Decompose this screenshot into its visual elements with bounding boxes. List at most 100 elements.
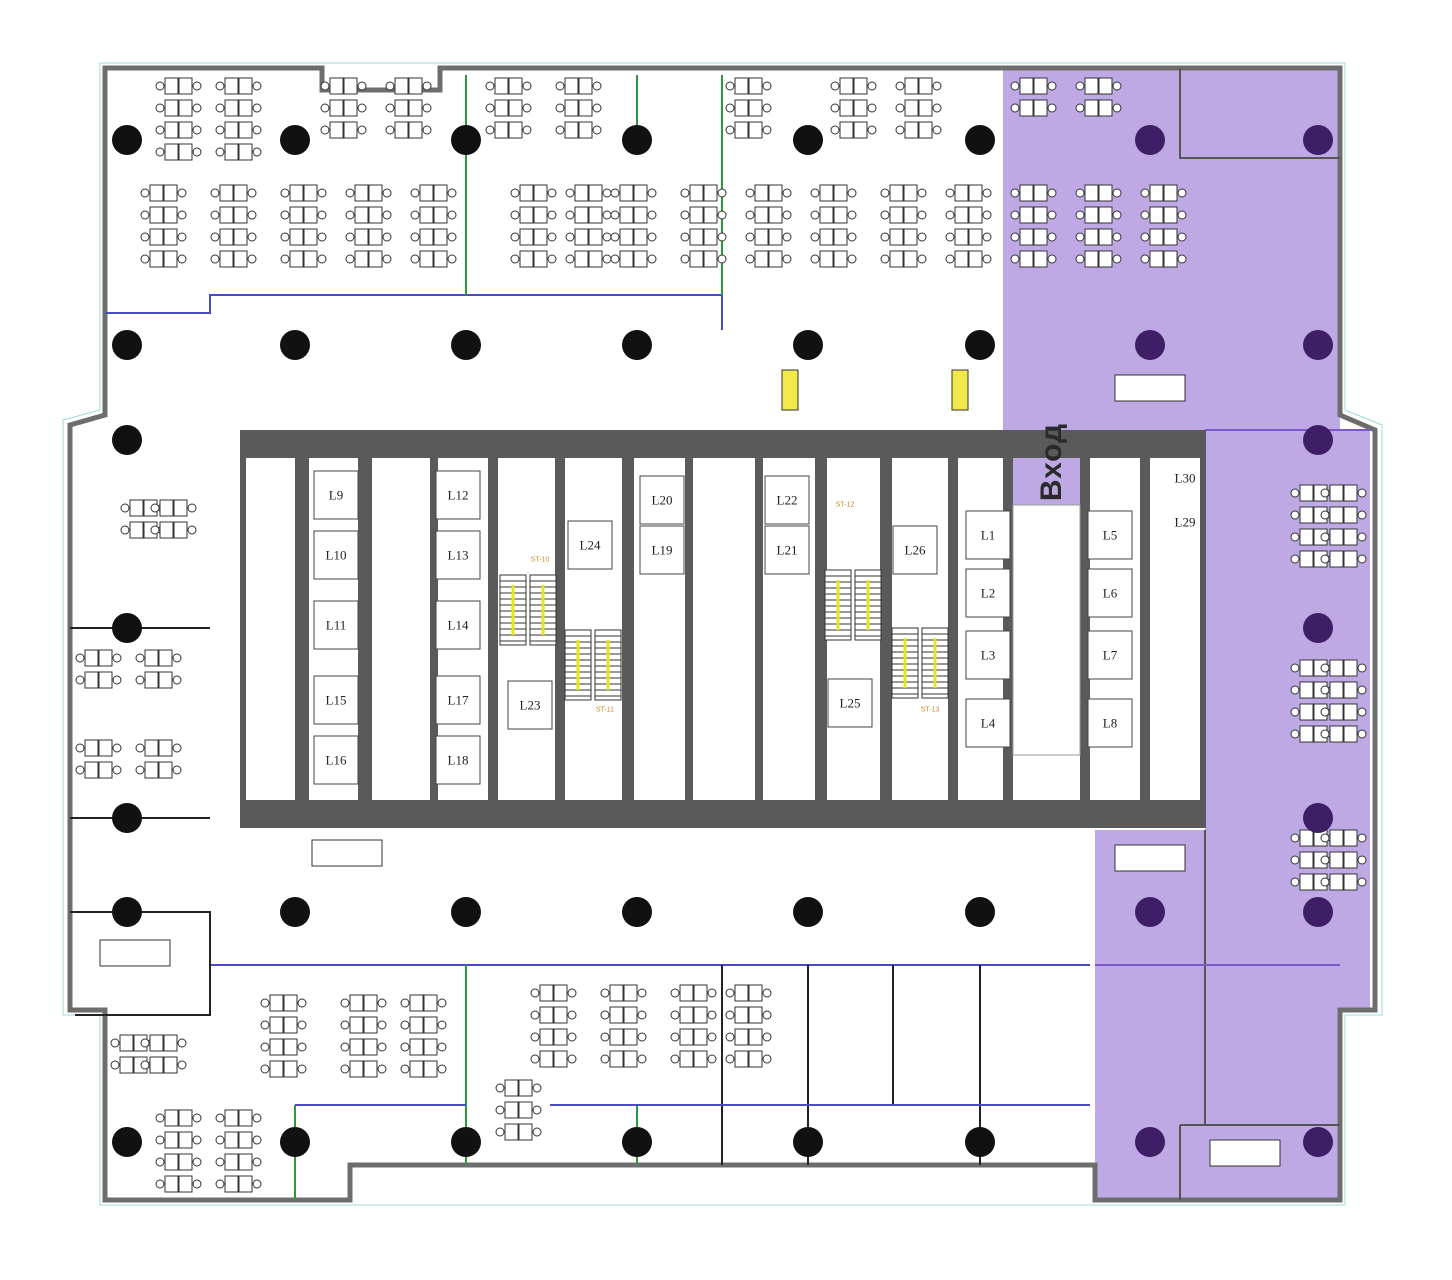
desk-cluster	[155, 1109, 202, 1193]
elevator-lobby	[1012, 504, 1081, 756]
elevator-shaft	[435, 530, 481, 580]
desk-cluster	[670, 984, 717, 1068]
structural-column	[280, 330, 310, 360]
elevator-shaft	[1087, 698, 1133, 748]
partition-walls	[70, 68, 1370, 1200]
desk-cluster	[280, 184, 327, 268]
elevator-label: L3	[980, 647, 996, 663]
core-wall	[1200, 430, 1206, 828]
structural-column	[1135, 1127, 1165, 1157]
desk-cluster	[945, 184, 992, 268]
desk-cluster	[75, 649, 122, 689]
desk-cluster	[75, 739, 122, 779]
elevator-label: L15	[325, 692, 347, 708]
workstations	[75, 77, 1367, 1193]
structural-column	[1303, 425, 1333, 455]
core-wall-top	[240, 430, 1205, 458]
structural-column	[1303, 613, 1333, 643]
elevator-label: L1	[980, 527, 996, 543]
desk-cluster	[745, 184, 792, 268]
core-wall-bottom	[240, 800, 1205, 828]
stairwells	[499, 569, 949, 701]
building-outline	[67, 65, 1378, 1203]
desk-cluster	[345, 184, 392, 268]
elevator-label: L30	[1174, 470, 1196, 486]
elevator-label: L23	[519, 697, 541, 713]
elevator-label: L26	[904, 542, 926, 558]
structural-column	[112, 897, 142, 927]
desk-cluster	[120, 499, 167, 539]
meeting-table	[311, 839, 383, 867]
core-wall	[430, 430, 438, 828]
desk-cluster	[725, 77, 772, 139]
elevator-shaft	[965, 510, 1011, 560]
core-wall	[240, 430, 246, 828]
structural-column	[112, 425, 142, 455]
core-wall	[555, 430, 565, 828]
desk-cluster	[510, 184, 557, 268]
structural-column	[622, 125, 652, 155]
elevator-shaft	[827, 678, 873, 728]
core-wall	[1140, 430, 1150, 828]
desk-cluster	[385, 77, 432, 139]
elevator-shaft	[639, 475, 685, 525]
elevator-shaft	[313, 735, 359, 785]
elevator-shaft	[764, 475, 810, 525]
core-wall	[488, 430, 498, 828]
elevator-label: L2	[980, 585, 996, 601]
stair-label: ST-13	[920, 706, 940, 714]
core-wall	[948, 430, 958, 828]
desk-cluster	[140, 1034, 187, 1074]
elevator-shaft	[1087, 510, 1133, 560]
structural-column	[451, 330, 481, 360]
elevator-label: L7	[1102, 647, 1118, 663]
structural-column	[280, 1127, 310, 1157]
desk-cluster	[340, 994, 387, 1078]
elevator-shaft	[1087, 630, 1133, 680]
core-wall	[358, 430, 372, 828]
structural-column	[622, 897, 652, 927]
structural-column	[280, 897, 310, 927]
core-wall	[1080, 430, 1090, 828]
elevator-shaft	[313, 600, 359, 650]
structural-column	[1135, 330, 1165, 360]
desk-cluster	[150, 499, 197, 539]
structural-column	[793, 125, 823, 155]
structural-column	[112, 803, 142, 833]
elevator-label: L8	[1102, 715, 1118, 731]
elevator-label: L29	[1174, 514, 1196, 530]
elevator-shaft	[507, 680, 553, 730]
elevator-label: L20	[651, 492, 673, 508]
building-core	[240, 430, 1206, 828]
meeting-table	[1114, 844, 1186, 872]
desk-cluster	[210, 184, 257, 268]
desk-cluster	[1010, 77, 1057, 117]
meeting-table	[951, 369, 969, 411]
elevator-label: L25	[839, 695, 861, 711]
elevator-label: L9	[328, 487, 344, 503]
stair-label: ST-10	[530, 556, 550, 564]
core-wall	[685, 430, 693, 828]
elevator-shaft	[639, 525, 685, 575]
elevator-label: L18	[447, 752, 469, 768]
desk-cluster	[260, 994, 307, 1078]
structural-column	[965, 897, 995, 927]
elevator-label: L10	[325, 547, 347, 563]
desk-cluster	[1320, 829, 1367, 891]
elevator-shaft	[435, 470, 481, 520]
meeting-table	[781, 369, 799, 411]
structural-column	[965, 125, 995, 155]
elevator-shaft	[313, 530, 359, 580]
elevator-label: L5	[1102, 527, 1118, 543]
structural-column	[112, 613, 142, 643]
structural-column	[1303, 125, 1333, 155]
highlighted-area[interactable]	[1003, 68, 1370, 1200]
structural-column	[965, 330, 995, 360]
elevator-label: L14	[447, 617, 469, 633]
elevator-label: L21	[776, 542, 798, 558]
structural-column	[793, 897, 823, 927]
stair-label: ST-11	[595, 706, 615, 714]
meeting-table	[1209, 1139, 1281, 1167]
desk-cluster	[895, 77, 942, 139]
